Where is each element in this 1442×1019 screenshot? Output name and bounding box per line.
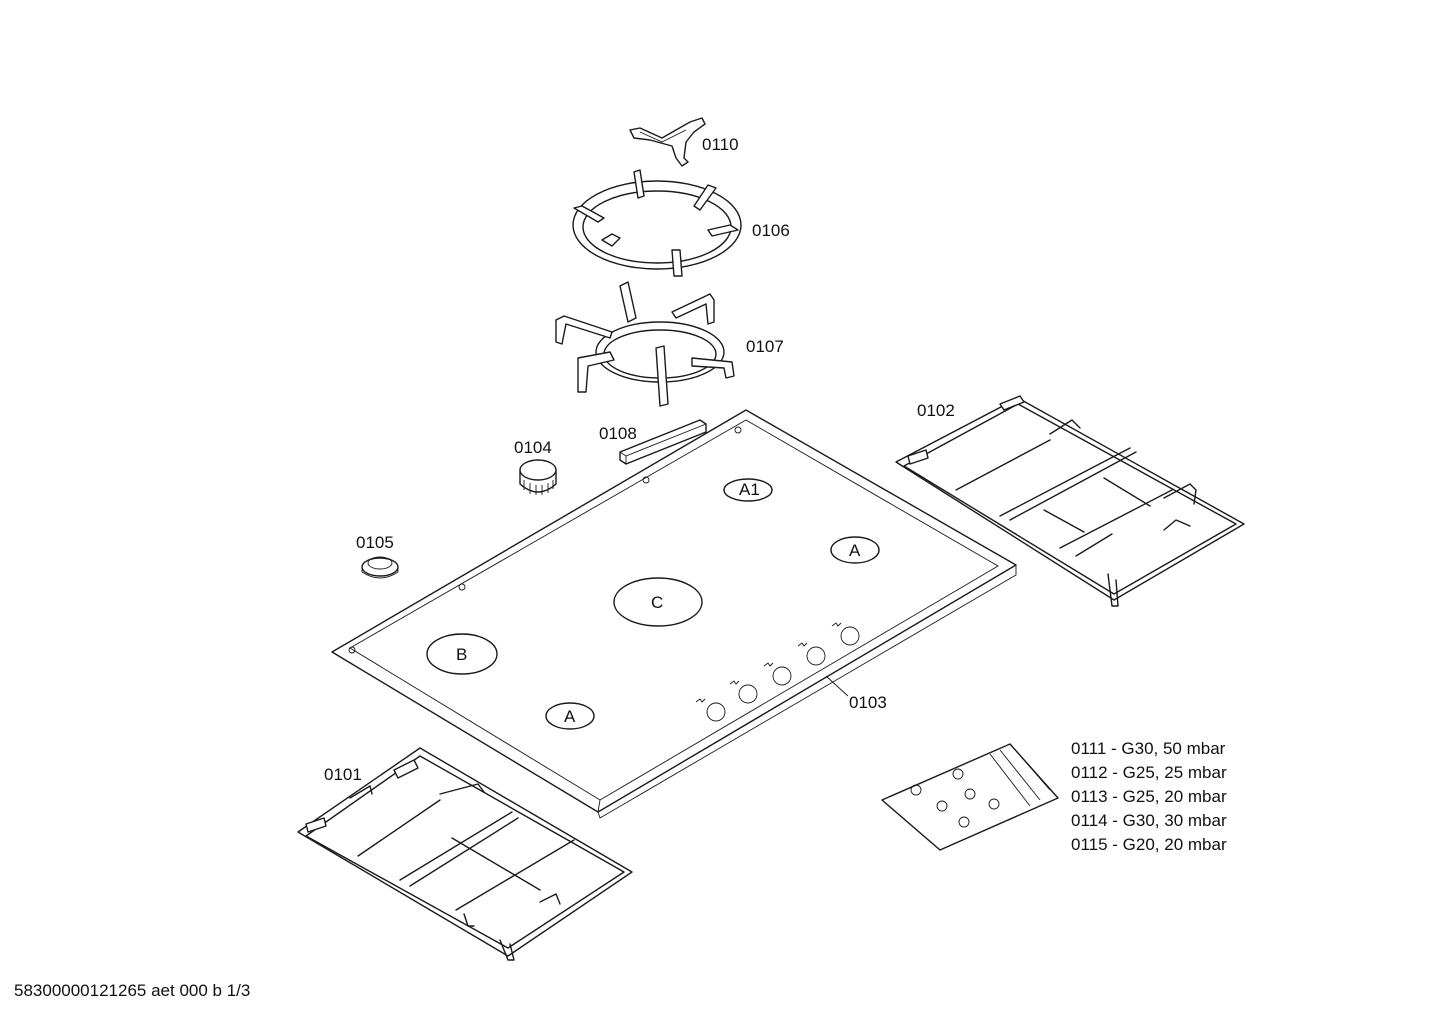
part-0103-hob-top: A1 A C B A <box>331 409 1017 819</box>
nozzle-gas-list: 0111 - G30, 50 mbar 0112 - G25, 25 mbar … <box>1071 737 1227 857</box>
document-footer-code: 58300000121265 aet 000 b 1/3 <box>14 981 251 1000</box>
gas-list-item: 0113 - G25, 20 mbar <box>1071 787 1227 806</box>
label-0108: 0108 <box>599 424 637 443</box>
zone-label-c: C <box>651 593 663 612</box>
label-0105: 0105 <box>356 533 394 552</box>
part-nozzle-bag <box>881 743 1059 851</box>
leader-0103 <box>825 675 849 697</box>
part-0110-simmer-ring <box>629 117 706 167</box>
part-0101-left-grid <box>297 747 633 961</box>
label-0102: 0102 <box>917 401 955 420</box>
zone-label-a-front: A <box>564 707 576 726</box>
label-0110: 0110 <box>702 135 739 154</box>
part-0104-knob <box>519 459 557 495</box>
part-0107-pan-support <box>555 281 735 407</box>
label-0107: 0107 <box>746 337 784 356</box>
gas-list-item: 0112 - G25, 25 mbar <box>1071 763 1227 782</box>
gas-list-item: 0114 - G30, 30 mbar <box>1071 811 1227 830</box>
part-0102-right-grid <box>895 395 1245 607</box>
label-0103: 0103 <box>849 693 887 712</box>
part-0105-knob-ring <box>361 556 399 579</box>
label-0104: 0104 <box>514 438 552 457</box>
label-0106: 0106 <box>752 221 790 240</box>
gas-list-item: 0111 - G30, 50 mbar <box>1071 739 1226 758</box>
label-0101: 0101 <box>324 765 362 784</box>
gas-list-item: 0115 - G20, 20 mbar <box>1071 835 1227 854</box>
part-0108-bar <box>619 419 707 465</box>
zone-label-b: B <box>456 645 467 664</box>
zone-label-a1: A1 <box>739 480 760 499</box>
control-knob-markings <box>695 622 860 722</box>
part-0106-wok-ring <box>572 169 742 277</box>
zone-label-a-right: A <box>849 541 861 560</box>
